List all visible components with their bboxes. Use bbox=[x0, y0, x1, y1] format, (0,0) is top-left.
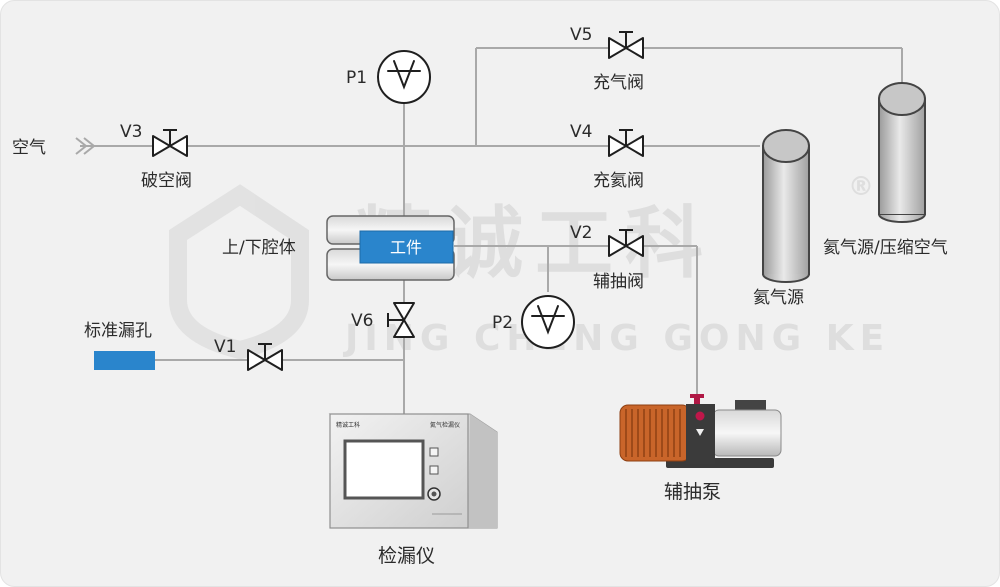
helium-cylinder bbox=[762, 129, 810, 283]
valve-v2-icon bbox=[608, 235, 644, 257]
p2-label: P2 bbox=[492, 313, 513, 333]
helium-air-label: 氦气源/压缩空气 bbox=[823, 238, 948, 258]
pipes bbox=[80, 47, 903, 415]
watermark-en: JING CHENG GONG KE bbox=[342, 318, 890, 359]
p1-label: P1 bbox=[346, 68, 367, 88]
valve-v6-icon bbox=[393, 302, 415, 338]
valve-v2[interactable] bbox=[608, 229, 644, 257]
helium-air-cylinder bbox=[878, 82, 926, 223]
detector-label: 检漏仪 bbox=[378, 545, 435, 567]
valve-v1-icon bbox=[247, 349, 283, 371]
test-chamber: 工件 bbox=[326, 215, 455, 281]
aux-pump bbox=[619, 394, 782, 468]
chamber-label: 上/下腔体 bbox=[222, 238, 296, 258]
detector-brand: 精诚工科 bbox=[336, 421, 360, 429]
aux-valve-label: 辅抽阀 bbox=[593, 272, 644, 292]
v6-label: V6 bbox=[351, 311, 373, 331]
standard-leak-label: 标准漏孔 bbox=[84, 321, 152, 341]
valve-v6[interactable] bbox=[387, 302, 415, 338]
watermark-registered: ® bbox=[848, 172, 874, 202]
air-inlet: 空气 bbox=[12, 137, 96, 158]
valve-v4-icon bbox=[608, 135, 644, 157]
gauge-p2 bbox=[521, 295, 575, 349]
vent-valve-label: 破空阀 bbox=[141, 171, 192, 191]
v4-label: V4 bbox=[570, 122, 592, 142]
gauge-p1 bbox=[377, 50, 431, 104]
pump-fins bbox=[625, 409, 681, 457]
fill-gas-valve-label: 充气阀 bbox=[593, 73, 644, 93]
valve-v4[interactable] bbox=[608, 129, 644, 157]
gauge-p2-icon bbox=[531, 305, 565, 335]
watermark: 精诚工科 JING CHENG GONG KE ® bbox=[169, 172, 890, 360]
watermark-shield-icon bbox=[169, 184, 309, 360]
helium-source-label: 氦气源 bbox=[753, 288, 804, 308]
pump-arrow-icon bbox=[696, 429, 704, 436]
standard-leak bbox=[94, 351, 155, 370]
v3-label: V3 bbox=[120, 122, 142, 142]
detector-button-1[interactable] bbox=[429, 447, 439, 457]
gauge-p1-icon bbox=[387, 60, 421, 90]
valve-v5[interactable] bbox=[608, 31, 644, 59]
detector-button-2[interactable] bbox=[429, 465, 439, 475]
air-label: 空气 bbox=[12, 138, 46, 158]
valve-v3[interactable] bbox=[152, 129, 188, 157]
valve-v5-icon bbox=[608, 37, 644, 59]
leak-detector: 精诚工科 氦气检漏仪 bbox=[328, 413, 498, 529]
v1-label: V1 bbox=[214, 337, 236, 357]
workpiece-box bbox=[359, 230, 454, 264]
valve-v1[interactable] bbox=[247, 343, 283, 371]
v2-label: V2 bbox=[570, 223, 592, 243]
detector-title: 氦气检漏仪 bbox=[430, 421, 460, 429]
aux-pump-label: 辅抽泵 bbox=[664, 481, 721, 503]
air-inlet-arrow-icon bbox=[75, 137, 96, 155]
pump-indicator bbox=[695, 411, 705, 421]
fill-he-valve-label: 充氦阀 bbox=[593, 171, 644, 191]
workpiece-label: 工件 bbox=[390, 238, 422, 257]
valve-v3-icon bbox=[152, 135, 188, 157]
v5-label: V5 bbox=[570, 25, 592, 45]
